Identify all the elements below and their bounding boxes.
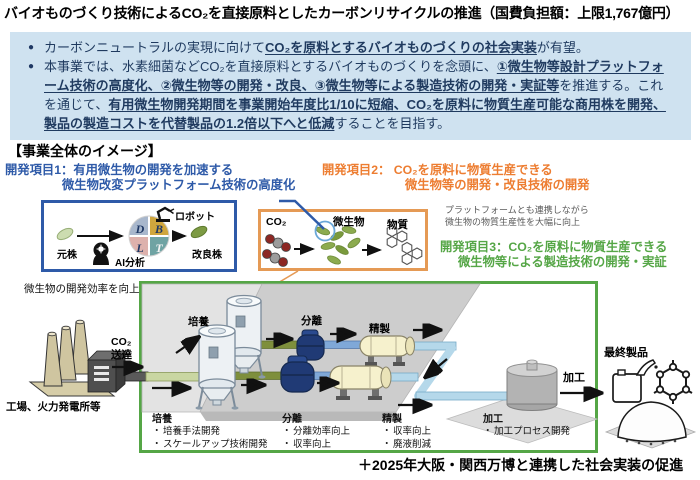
molecule-icon [653,360,693,404]
dev-item-3-heading: 開発項目3：CO₂を原料に物質生産できる 微生物等による製造技術の開発・実証 [440,240,668,269]
room-floor-edge [200,412,402,421]
substance-molecules-icon [386,224,423,266]
source-strain-label: 元株 [57,250,77,261]
process-note-processing: 加工 ・加工プロセス開発 [483,414,571,437]
separation-vessel-front-icon [280,355,315,393]
purification-label: 精製 [369,323,390,335]
source-strain-icon [56,227,74,241]
page-title: バイオものづくり技術によるCO₂を直接原料としたカーボンリサイクルの推進（国費負… [4,5,680,21]
ai-analysis-icon [93,242,109,265]
inlet-pipe [145,372,205,382]
separation-label: 分離 [301,315,322,327]
svg-text:B: B [154,222,163,236]
dot-icon: ・ [382,438,392,450]
overview-box: ● カーボンニュートラルの実現に向けてCO₂を原料とするバイオものづくりの社会実… [10,32,691,140]
dev-efficiency-note: 微生物の開発効率を向上 [24,283,140,295]
svg-text:L: L [135,241,143,255]
co2-conversion-graphic [262,220,423,267]
overview-bullet-1: ● カーボンニュートラルの実現に向けてCO₂を原料とするバイオものづくりの社会実… [24,38,669,57]
dev-item-2-heading: 開発項目2： CO₂を原料に物質生産できる 微生物等の開発・改良技術の開発 [322,163,590,192]
robot-arm-icon [156,206,175,222]
bullet-icon: ● [28,61,35,72]
microbe-highlight-circle [314,220,336,242]
overview-bullet-2-text: 本事業では、水素細菌などCO₂を直接原料とするバイオものづくりを念頭に、①微生物… [44,59,666,131]
improved-strain-label: 改良株 [192,250,222,261]
improved-strain-icon [190,225,208,239]
platform-to-microbe-connector [279,199,325,230]
dot-icon: ・ [152,438,162,450]
purifier-back-icon [359,335,415,366]
fuel-can-icon [612,359,658,403]
co2-molecule-icon [262,234,291,267]
platform-tech-graphic: D B L T [56,206,208,265]
culture-label: 培養 [188,316,209,328]
process-note-separation: 分離 ・分離効率向上 ・収率向上 [282,414,351,450]
dev-item-1-heading: 開発項目1：有用微生物の開発を加速する 微生物改変プラットフォーム技術の高度化 [5,163,296,192]
footer-note: ＋2025年大阪・関西万博と連携した社会実装の促進 [358,457,684,473]
co2-delivery-label: CO₂ 送達 [111,336,132,361]
robot-label: ロボット [175,212,215,223]
ai-analysis-label: AI分析 [115,258,145,269]
overview-bullet-1-text: カーボンニュートラルの実現に向けてCO₂を原料とするバイオものづくりの社会実装が… [44,40,589,55]
final-product-label: 最終製品 [604,347,648,359]
dome-product-icon [617,401,687,446]
processing-label: 加工 [563,372,585,384]
separation-pipe-back [321,340,365,349]
dot-icon: ・ [282,426,292,437]
flow-arrows [152,330,598,405]
process-note-purification: 精製 ・収率向上 ・廃液削減 [382,414,432,450]
platform-linkage-note: プラットフォームとも連携しながら 微生物の物質生産性を大幅に向上 [445,205,589,227]
culture-pipe-back [257,340,301,349]
dot-icon: ・ [152,426,162,437]
platform-tech-box: D B L T 元株 改良株 ロボット AI分析 [41,200,237,272]
fermenter-tank-front-icon [195,324,239,410]
co2-conversion-box: CO₂ 微生物 物質 [258,209,428,271]
overview-bullet-2: ● 本事業では、水素細菌などCO₂を直接原料とするバイオものづくりを念頭に、①微… [24,57,669,133]
plant-diagram [28,283,697,449]
svg-text:T: T [155,241,163,255]
factory-icon [28,319,126,397]
factory-label: 工場、火力発電所等 [6,401,101,413]
pipe-to-storage [415,391,511,401]
storage-tank-icon [506,359,558,411]
co2-label: CO₂ [266,216,287,228]
separation-vessel-back-icon [296,329,325,361]
bullet-icon: ● [28,42,35,53]
dot-icon: ・ [382,426,392,437]
svg-text:D: D [135,222,145,236]
process-note-culture: 培養 ・培養手法開発 ・スケールアップ技術開発 [152,414,268,450]
dot-icon: ・ [282,438,292,450]
dbtl-cycle-icon: D B L T [128,215,170,257]
section-heading: 【事業全体のイメージ】 [8,143,162,159]
microbe-label: 微生物 [333,216,365,228]
substance-label: 物質 [387,219,408,231]
storage-platform [445,395,599,444]
dot-icon: ・ [483,426,493,437]
microbe-cluster-icon [315,226,361,265]
